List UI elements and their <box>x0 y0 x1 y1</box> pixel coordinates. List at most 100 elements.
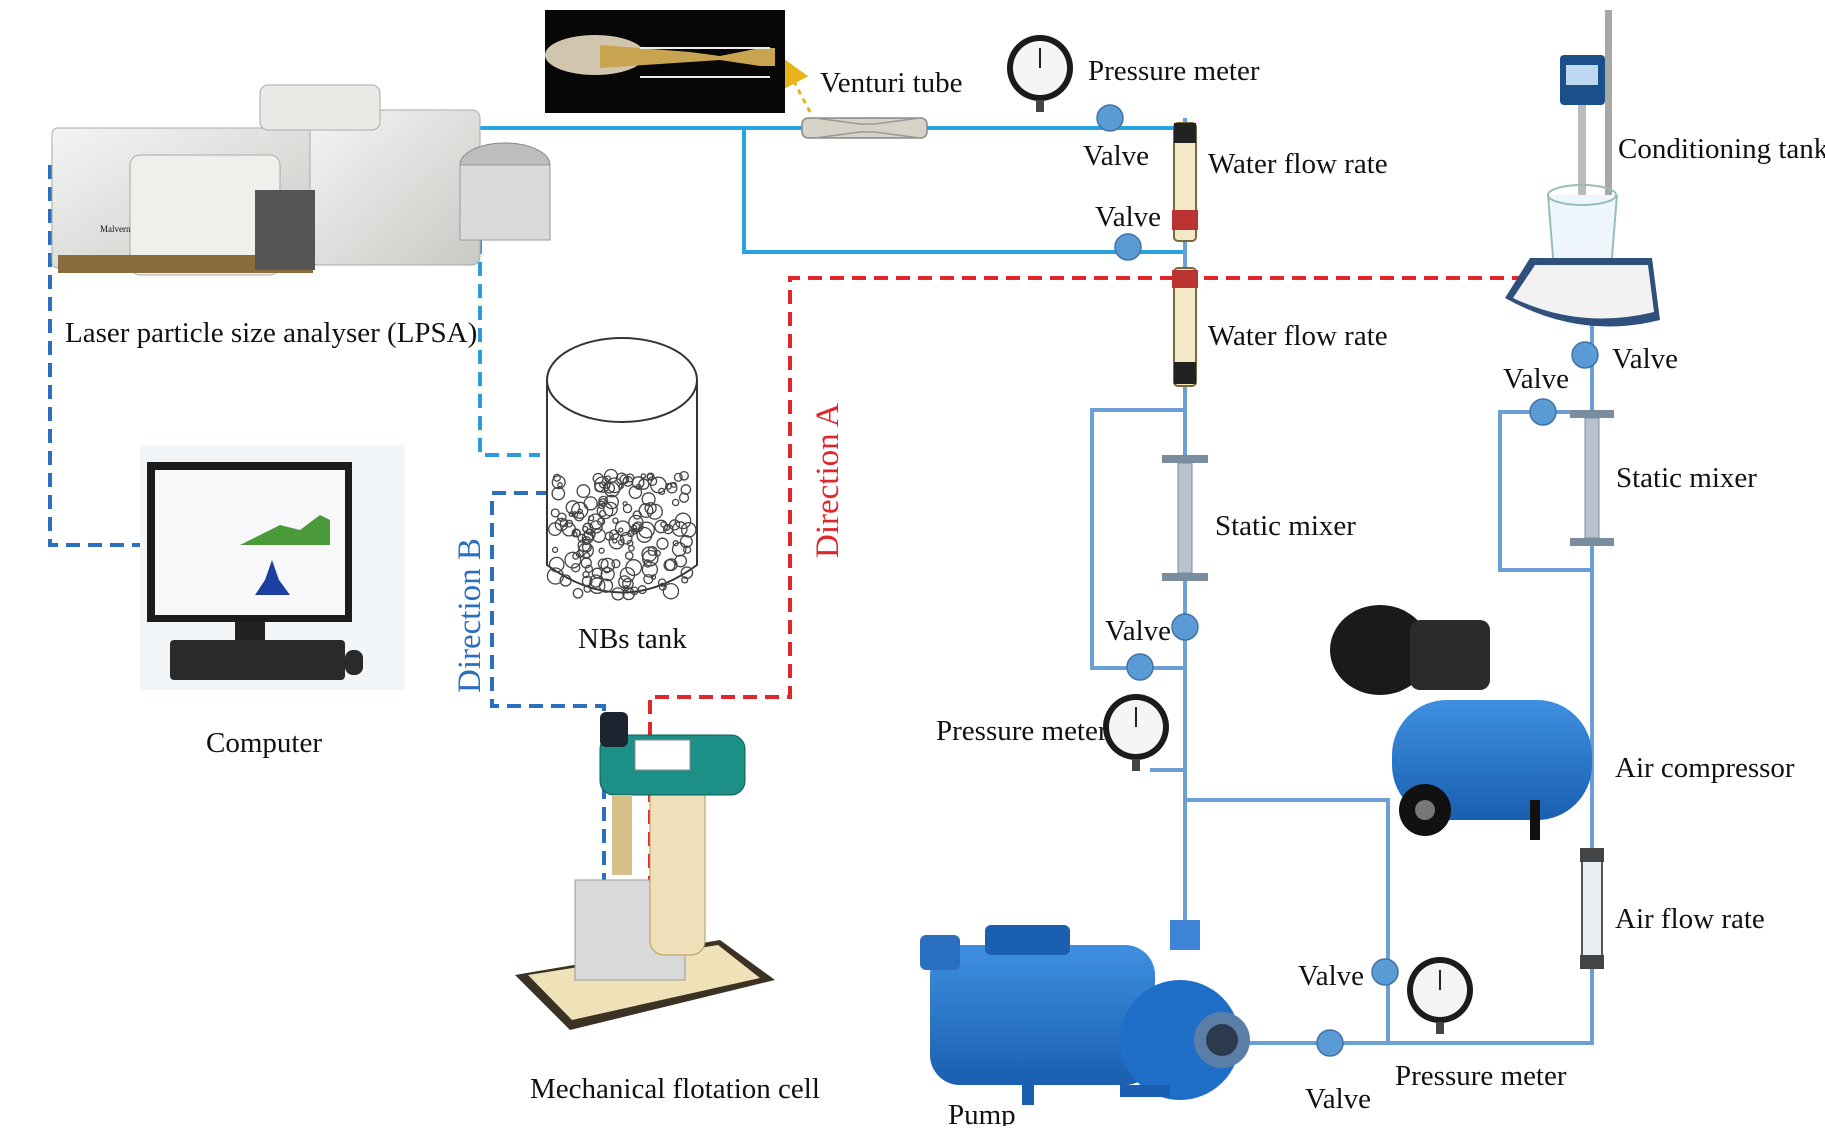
nanobubble <box>660 521 667 528</box>
nanobubble <box>656 537 669 550</box>
label-computer: Computer <box>206 727 322 759</box>
nanobubble <box>628 514 644 531</box>
pump <box>920 920 1250 1105</box>
valve-tank-right <box>1571 341 1599 369</box>
nanobubble <box>603 481 620 498</box>
conditioning-tank <box>1505 10 1660 327</box>
pipe-top-lower <box>742 128 1185 254</box>
nanobubble <box>550 508 560 518</box>
nanobubble <box>671 498 680 507</box>
nanobubble <box>551 475 566 490</box>
nanobubble <box>682 545 692 554</box>
nanobubble <box>673 472 683 482</box>
nanobubble <box>658 582 667 591</box>
pipe-pump-outlet <box>1220 310 1594 1045</box>
label-pump: Pump <box>948 1099 1016 1126</box>
label-nbs-tank: NBs tank <box>578 623 687 655</box>
nanobubble <box>641 561 659 578</box>
nanobubble <box>674 512 692 530</box>
nanobubble <box>572 587 584 599</box>
nanobubble <box>666 482 678 494</box>
nanobubble <box>606 477 623 494</box>
nanobubble <box>663 559 676 572</box>
nanobubble <box>591 528 607 543</box>
nanobubble <box>583 584 592 593</box>
nanobubble <box>681 576 689 584</box>
label-static-mixer-right: Static mixer <box>1616 462 1757 494</box>
label-static-mixer-center: Static mixer <box>1215 510 1356 542</box>
nanobubble <box>614 520 631 537</box>
label-direction-b: Direction B <box>452 538 488 693</box>
svg-text:Malvern: Malvern <box>100 224 131 234</box>
nanobubble <box>615 472 628 485</box>
nanobubble <box>548 522 562 537</box>
label-mechanical-flotation-cell: Mechanical flotation cell <box>530 1073 820 1105</box>
valve-bottom-1 <box>1371 958 1399 986</box>
nanobubble <box>646 473 654 481</box>
label-water-flow-rate-2: Water flow rate <box>1208 320 1388 352</box>
label-valve-mid: Valve <box>1105 615 1171 647</box>
label-valve-bottom-1: Valve <box>1298 960 1364 992</box>
nanobubble <box>571 501 589 519</box>
pressure-gauge-bottom <box>1407 957 1473 1034</box>
nanobubble <box>559 518 569 528</box>
nanobubble <box>665 482 672 490</box>
nanobubble <box>641 492 656 507</box>
nanobubble <box>680 521 697 538</box>
nanobubble <box>640 473 647 479</box>
computer-image <box>140 445 405 690</box>
nanobubble <box>600 557 616 573</box>
air-compressor <box>1330 605 1592 840</box>
nanobubble <box>630 586 639 596</box>
label-conditioning-tank: Conditioning tank <box>1618 133 1825 165</box>
nanobubble <box>594 482 605 493</box>
nanobubble <box>611 559 621 569</box>
dashed-lpsa-computer <box>48 165 140 547</box>
pressure-gauge-top <box>1007 35 1073 112</box>
nanobubble <box>662 582 680 600</box>
valve-mid-1 <box>1171 613 1199 641</box>
nanobubble <box>625 559 643 576</box>
pipe-network <box>310 118 1594 1045</box>
nanobubble <box>671 541 687 557</box>
nanobubble <box>596 517 606 526</box>
label-pressure-meter-bottom: Pressure meter <box>1395 1060 1567 1092</box>
nanobubble <box>551 486 566 501</box>
label-water-flow-rate-1: Water flow rate <box>1208 148 1388 180</box>
valve-tank-left <box>1529 398 1557 426</box>
nanobubble <box>581 535 592 546</box>
label-pressure-meter-top: Pressure meter <box>1088 55 1260 87</box>
dashed-venturi-image <box>781 56 812 113</box>
label-venturi-tube: Venturi tube <box>820 67 963 99</box>
venturi-photo <box>545 10 785 113</box>
label-valve-top-1: Valve <box>1083 140 1149 172</box>
venturi-tube <box>801 117 928 139</box>
nanobubble <box>603 566 611 574</box>
nanobubble <box>608 533 625 550</box>
nanobubble <box>561 522 577 537</box>
air-flow-meter <box>1580 848 1604 969</box>
nanobubble <box>658 487 666 496</box>
valve-bottom-2 <box>1316 1029 1344 1057</box>
nanobubble <box>641 549 659 567</box>
nanobubble <box>584 564 594 573</box>
pressure-gauge-mid <box>1103 694 1169 771</box>
nanobubble <box>628 485 643 499</box>
nanobubble <box>612 538 618 544</box>
static-mixer-right <box>1570 410 1614 546</box>
nanobubble <box>644 502 657 515</box>
valves <box>1096 104 1599 1057</box>
label-valve-tank-left: Valve <box>1503 363 1569 395</box>
nanobubble <box>638 503 654 518</box>
label-valve-top-2: Valve <box>1095 201 1161 233</box>
label-pressure-meter-mid: Pressure meter <box>936 715 1108 747</box>
static-mixer-center <box>1162 455 1208 581</box>
nanobubble <box>628 544 635 552</box>
nanobubble <box>631 476 645 490</box>
nanobubble <box>598 509 607 518</box>
nanobubble <box>559 574 572 587</box>
nanobubble <box>588 577 606 595</box>
nanobubble <box>618 575 632 589</box>
